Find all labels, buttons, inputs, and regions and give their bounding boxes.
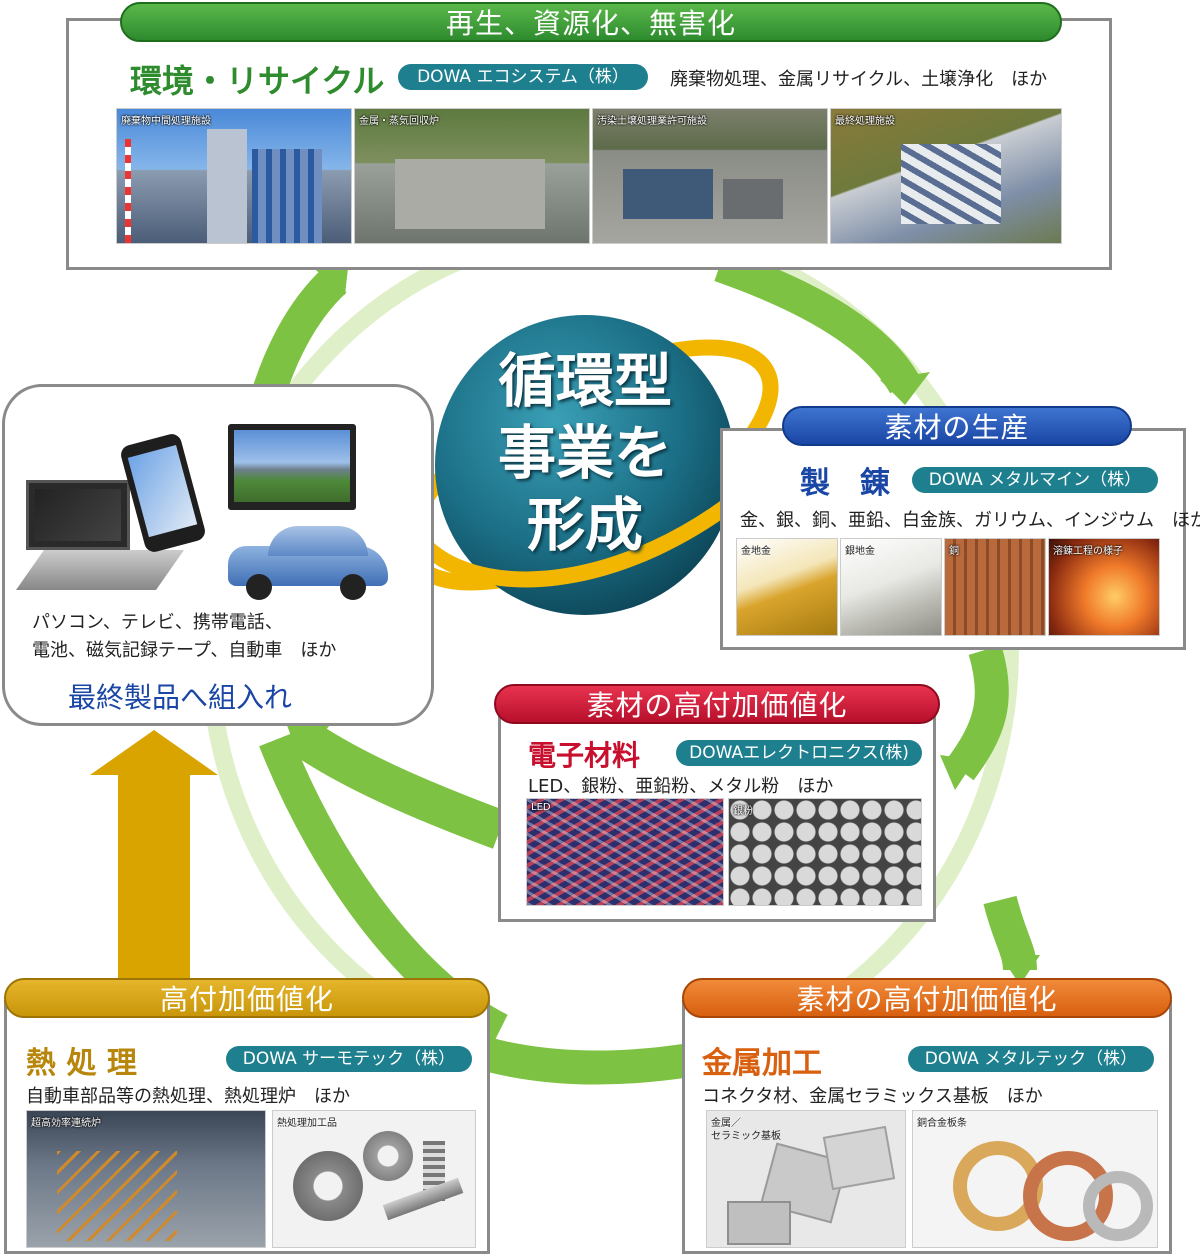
recycle-company-badge: DOWA エコシステム（株） xyxy=(398,64,648,90)
photo-caption: 銀地金 xyxy=(845,546,875,557)
photo-caption: 銀粉 xyxy=(733,806,753,817)
car-wheel xyxy=(246,574,272,600)
photo-caption: 金地金 xyxy=(741,546,771,557)
laptop-screen xyxy=(35,489,121,541)
photo-waste-facility: 廃棄物中間処理施設 xyxy=(116,108,352,244)
gold-orbit-front xyxy=(413,473,766,588)
arrow-head-top-right xyxy=(880,372,930,405)
photo-caption: 熱処理加工品 xyxy=(277,1118,337,1129)
photo-led: LED xyxy=(526,798,724,906)
substrate-plate xyxy=(822,1125,896,1191)
car-wheel xyxy=(340,574,366,600)
photo-smelting-process: 溶錬工程の様子 xyxy=(1048,538,1160,636)
smelting-desc: 金、銀、銅、亜鉛、白金族、ガリウム、インジウム ほか xyxy=(740,510,1200,531)
photo-heat-treated-parts: 熱処理加工品 xyxy=(272,1110,476,1248)
furnace-stairs xyxy=(57,1151,177,1241)
gold-arrow-head xyxy=(90,730,218,775)
soil-plant-block xyxy=(723,179,783,219)
smelting-header: 素材の生産 xyxy=(782,406,1132,446)
heat-desc: 自動車部品等の熱処理、熱処理炉 ほか xyxy=(26,1086,350,1107)
photo-caption-line2: セラミック基板 xyxy=(711,1131,781,1142)
photo-final-disposal: 最終処理施設 xyxy=(830,108,1062,244)
laptop-base-icon xyxy=(15,550,185,590)
photo-ceramic-substrate: 金属／ セラミック基板 xyxy=(706,1110,906,1248)
photo-caption: 廃棄物中間処理施設 xyxy=(121,116,211,127)
photo-caption: 溶錬工程の様子 xyxy=(1053,546,1123,557)
smelting-title: 製 錬 xyxy=(800,466,890,501)
center-title: 循環型 事業を 形成 xyxy=(470,345,700,561)
metalwork-title: 金属加工 xyxy=(702,1046,822,1081)
red-crane xyxy=(125,139,131,243)
electronics-title: 電子材料 xyxy=(528,739,641,772)
photo-silver-ingot: 銀地金 xyxy=(840,538,942,636)
gear-part xyxy=(293,1151,363,1221)
car-icon xyxy=(228,520,388,600)
substrate-plate xyxy=(727,1201,791,1245)
photo-silver-powder: 銀粉 xyxy=(728,798,922,906)
center-title-line3: 形成 xyxy=(526,491,643,559)
photo-caption: 最終処理施設 xyxy=(835,116,895,127)
soil-plant-block xyxy=(623,169,713,219)
photo-metal-recovery: 金属・蒸気回収炉 xyxy=(354,108,590,244)
photo-gold-ingot: 金地金 xyxy=(736,538,838,636)
photo-caption: 汚染土壌処理業許可施設 xyxy=(597,116,707,127)
car-roof xyxy=(268,526,368,556)
plant-building xyxy=(395,159,545,229)
products-desc-line2: 電池、磁気記録テープ、自動車 ほか xyxy=(32,640,337,661)
tv-screen xyxy=(234,430,350,502)
photo-caption: 銅 xyxy=(949,546,959,557)
photo-caption: 金属／ xyxy=(711,1118,741,1129)
facility-frame xyxy=(252,149,322,243)
arrow-head-right-lower xyxy=(1000,955,1040,985)
heat-company-badge: DOWA サーモテック（株） xyxy=(226,1046,472,1072)
terraced-pit xyxy=(901,144,1001,224)
facility-tower xyxy=(207,129,247,243)
laptop-icon xyxy=(26,480,130,550)
recycle-header: 再生、資源化、無害化 xyxy=(120,2,1062,42)
television-icon xyxy=(228,424,356,510)
gold-arrow-shaft xyxy=(118,770,190,980)
arrow-arc-right-down xyxy=(946,645,1009,781)
metalwork-desc: コネクタ材、金属セラミックス基板 ほか xyxy=(702,1086,1043,1107)
photo-caption: 超高効率連続炉 xyxy=(31,1118,101,1129)
recycle-title: 環境・リサイクル xyxy=(130,62,385,100)
photo-caption: 金属・蒸気回収炉 xyxy=(359,116,439,127)
photo-caption: LED xyxy=(531,802,551,813)
metalwork-header: 素材の高付加価値化 xyxy=(682,978,1172,1018)
electronics-company-badge: DOWAエレクトロニクス(株) xyxy=(676,740,922,766)
electronics-header: 素材の高付加価値化 xyxy=(494,684,940,724)
arrow-arc-top-right xyxy=(714,248,920,394)
heat-title: 熱 処 理 xyxy=(26,1046,137,1081)
smelting-company-badge: DOWA メタルマイン（株） xyxy=(912,467,1158,493)
heat-header: 高付加価値化 xyxy=(4,978,490,1018)
strip-coil xyxy=(1083,1171,1153,1241)
center-title-line1: 循環型 xyxy=(497,347,672,415)
photo-copper-alloy-strip: 銅合金板条 xyxy=(912,1110,1158,1248)
products-desc-line1: パソコン、テレビ、携帯電話、 xyxy=(32,612,283,633)
arrow-arc-lower-left xyxy=(288,718,508,849)
recycle-desc: 廃棄物処理、金属リサイクル、土壌浄化 ほか xyxy=(670,69,1048,90)
electronics-desc: LED、銀粉、亜鉛粉、メタル粉 ほか xyxy=(528,776,834,797)
photo-continuous-furnace: 超高効率連続炉 xyxy=(26,1110,266,1248)
photo-copper: 銅 xyxy=(944,538,1046,636)
photo-soil-facility: 汚染土壌処理業許可施設 xyxy=(592,108,828,244)
gear-part xyxy=(363,1131,413,1181)
center-title-line2: 事業を xyxy=(497,419,672,487)
metalwork-company-badge: DOWA メタルテック（株） xyxy=(908,1046,1154,1072)
arrow-head-right-down xyxy=(940,755,975,790)
products-title: 最終製品へ組入れ xyxy=(68,681,293,714)
photo-caption: 銅合金板条 xyxy=(917,1118,967,1129)
